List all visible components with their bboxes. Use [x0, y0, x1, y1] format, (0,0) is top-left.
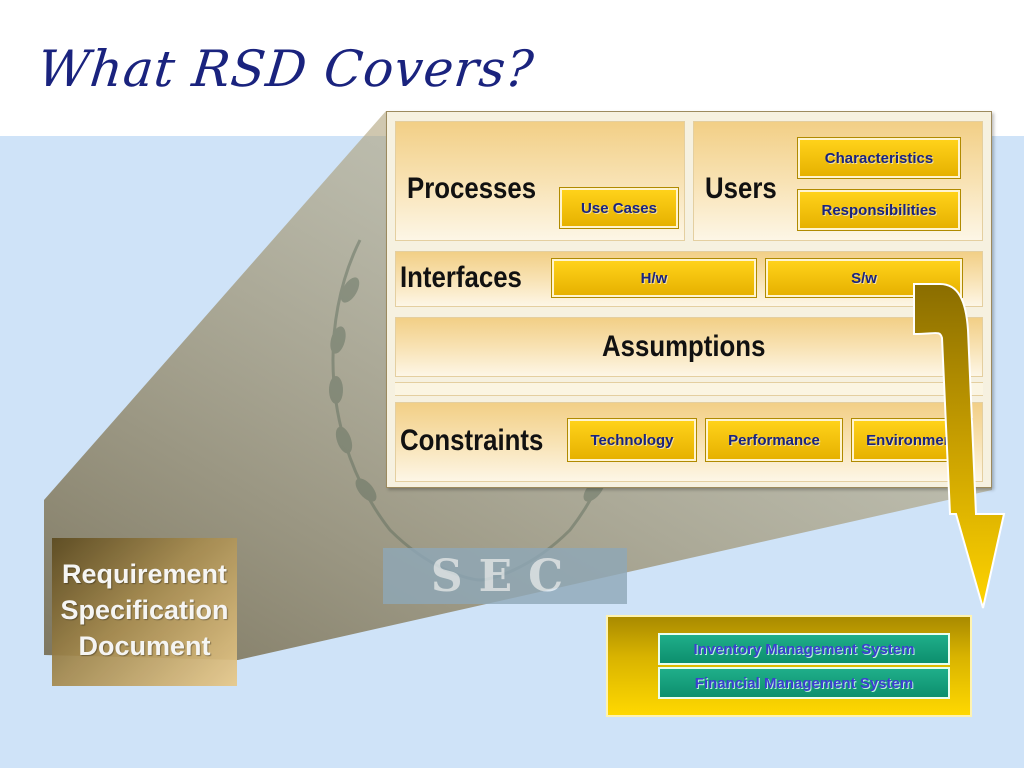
environment-chip: Environment — [851, 418, 973, 462]
characteristics-chip: Characteristics — [797, 137, 961, 179]
hardware-chip: H/w — [551, 258, 757, 298]
systems-box: Inventory Management System Financial Ma… — [606, 615, 972, 717]
software-chip: S/w — [765, 258, 963, 298]
performance-chip: Performance — [705, 418, 843, 462]
constraints-section: Constraints Technology Performance Envir… — [395, 402, 983, 482]
document-line: Specification — [60, 595, 229, 625]
section-divider — [395, 382, 983, 396]
processes-label: Processes — [407, 172, 537, 205]
use-cases-chip: Use Cases — [559, 187, 679, 229]
requirement-specification-document: Requirement Specification Document — [52, 538, 237, 686]
responsibilities-chip: Responsibilities — [797, 189, 961, 231]
financial-management-system: Financial Management System — [658, 667, 950, 699]
document-line: Document — [78, 631, 211, 661]
users-section: Users Characteristics Responsibilities — [693, 121, 983, 241]
processes-section: Processes Use Cases — [395, 121, 685, 241]
rsd-coverage-panel: Processes Use Cases Users Characteristic… — [386, 111, 992, 488]
technology-chip: Technology — [567, 418, 697, 462]
assumptions-label: Assumptions — [602, 330, 766, 363]
page-title: What RSD Covers? — [34, 40, 537, 98]
document-line: Requirement — [61, 559, 228, 589]
constraints-label: Constraints — [400, 424, 544, 457]
interfaces-label: Interfaces — [400, 261, 522, 294]
users-label: Users — [705, 172, 777, 205]
sec-watermark: SEC — [383, 548, 627, 604]
interfaces-section: Interfaces H/w S/w — [395, 251, 983, 307]
assumptions-section: Assumptions — [395, 317, 983, 377]
inventory-management-system: Inventory Management System — [658, 633, 950, 665]
